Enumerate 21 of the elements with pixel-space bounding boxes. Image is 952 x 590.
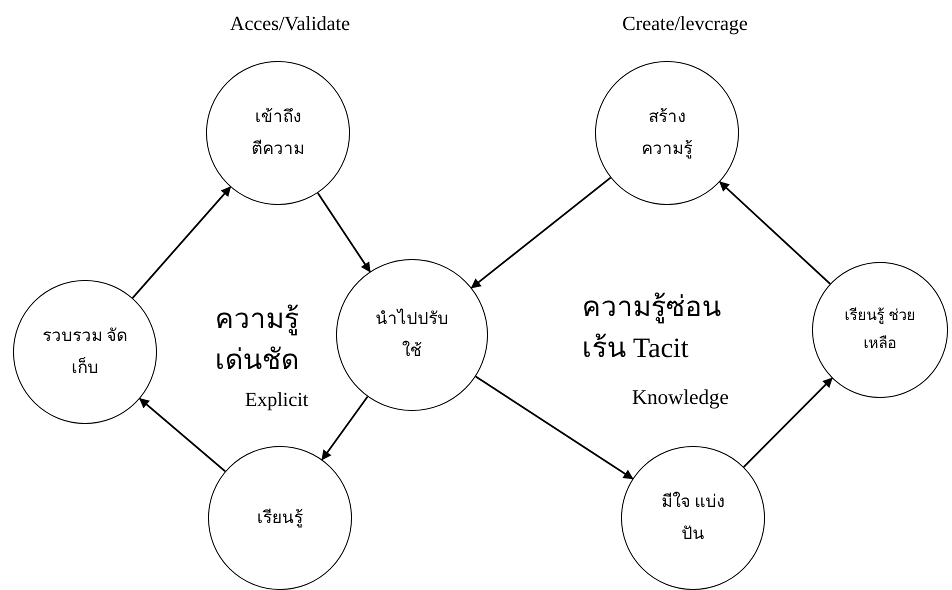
- area-label: ความรู้ซ่อนเร้น Tacit: [582, 291, 722, 366]
- arrow: [139, 398, 226, 472]
- arrow: [470, 177, 612, 289]
- arrow: [132, 186, 232, 299]
- arrow: [321, 396, 368, 460]
- node-label: สร้างความรู้: [640, 106, 694, 160]
- node-label: เรียนรู้ ช่วยเหลือ: [844, 306, 916, 354]
- node-label: เรียนรู้: [256, 506, 304, 530]
- area-label: Explicit: [245, 388, 310, 413]
- node-label: รวบรวม จัดเก็บ: [41, 324, 129, 379]
- arrow: [475, 376, 634, 480]
- section-heading: Acces/Validate: [229, 12, 351, 37]
- arrow: [743, 378, 833, 468]
- node-label: มีใจ แบ่งปัน: [660, 490, 726, 545]
- node-label: นำไปปรับใช้: [374, 308, 450, 362]
- arrow: [719, 181, 831, 284]
- area-label: ความรู้เด่นชัด: [215, 303, 300, 378]
- node-label: เข้าถึง ตีความ: [250, 106, 306, 160]
- area-label: Knowledge: [632, 384, 730, 411]
- section-heading: Create/levcrage: [621, 12, 749, 37]
- arrow: [317, 192, 371, 272]
